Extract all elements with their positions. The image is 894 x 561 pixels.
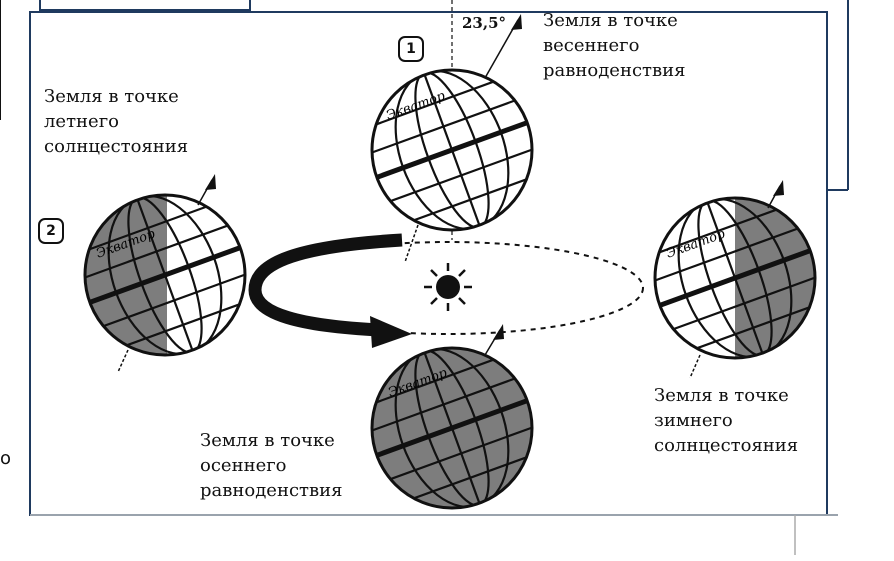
badge-summer: 2 xyxy=(38,218,64,244)
label-autumn-line-1: Земля в точке xyxy=(200,430,335,451)
label-winter-line-2: зимнего xyxy=(654,410,733,431)
label-summer-line-2: летнего xyxy=(44,111,119,132)
label-autumn-line-2: осеннего xyxy=(200,455,287,476)
stray-character: о xyxy=(0,448,12,469)
sun-icon xyxy=(424,263,472,311)
tilt-angle-label: 23,5° xyxy=(462,14,507,32)
label-winter-line-1: Земля в точке xyxy=(654,385,789,406)
badge-spring: 1 xyxy=(398,36,424,62)
label-summer-line-1: Земля в точке xyxy=(44,86,179,107)
label-spring-line-3: равноденствия xyxy=(543,60,686,81)
label-winter-line-3: солнцестояния xyxy=(654,435,799,456)
label-spring-line-2: весеннего xyxy=(543,35,640,56)
label-autumn-line-3: равноденствия xyxy=(200,480,343,501)
label-spring-line-1: Земля в точке xyxy=(543,10,678,31)
label-spring: Земля в точке весеннего равноденствия xyxy=(543,8,685,83)
label-autumn: Земля в точке осеннего равноденствия xyxy=(200,428,342,503)
label-summer-line-3: солнцестояния xyxy=(44,136,189,157)
orbit-direction-arrow xyxy=(248,233,403,337)
label-winter: Земля в точке зимнего солнцестояния xyxy=(654,383,798,458)
label-summer: Земля в точке летнего солнцестояния xyxy=(44,84,188,159)
orbit-path xyxy=(252,241,644,335)
